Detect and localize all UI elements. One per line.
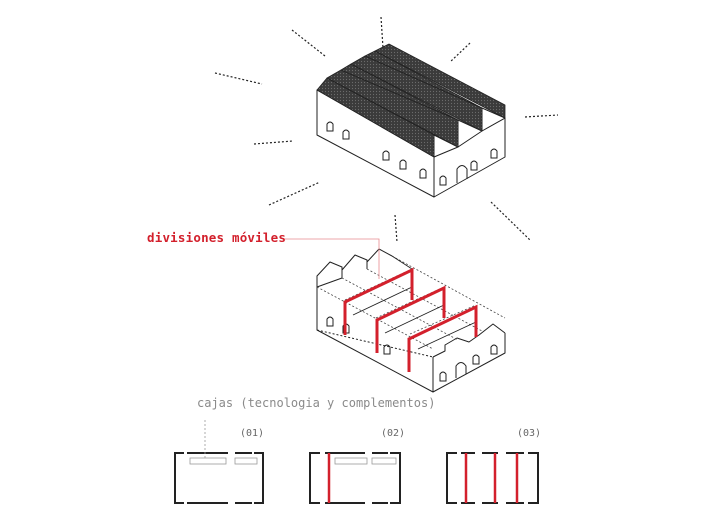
sun-rays bbox=[214, 16, 559, 243]
top-building bbox=[316, 43, 506, 198]
box-variants bbox=[174, 418, 539, 504]
box-variant-03 bbox=[446, 452, 539, 504]
top-building-roof bbox=[316, 43, 506, 158]
movable-divisions-label: divisiones móviles bbox=[147, 230, 287, 245]
middle-building-roofline bbox=[316, 248, 393, 288]
movable-division-2 bbox=[375, 285, 446, 353]
boxes-label: cajas (tecnologia y complementos) bbox=[197, 396, 436, 410]
variant-01-label: (01) bbox=[240, 428, 265, 439]
movable-division-1 bbox=[343, 267, 414, 335]
variant-03-label: (03) bbox=[517, 428, 542, 439]
box-variant-01 bbox=[174, 452, 264, 504]
middle-building-walls bbox=[316, 287, 506, 393]
top-building-windows bbox=[326, 121, 498, 186]
box-variant-02-boxes bbox=[334, 457, 397, 465]
middle-building-windows bbox=[326, 316, 498, 382]
box-variant-03-divisions bbox=[464, 453, 519, 503]
middle-building bbox=[316, 248, 506, 393]
movable-division-3 bbox=[407, 304, 478, 372]
top-building-walls bbox=[316, 89, 506, 198]
box-variant-02 bbox=[309, 452, 401, 504]
label-leader bbox=[283, 238, 380, 279]
box-variant-01-boxes bbox=[189, 418, 258, 465]
movable-divisions bbox=[343, 267, 478, 372]
middle-building-floor-lines bbox=[352, 255, 477, 350]
variant-02-label: (02) bbox=[381, 428, 406, 439]
